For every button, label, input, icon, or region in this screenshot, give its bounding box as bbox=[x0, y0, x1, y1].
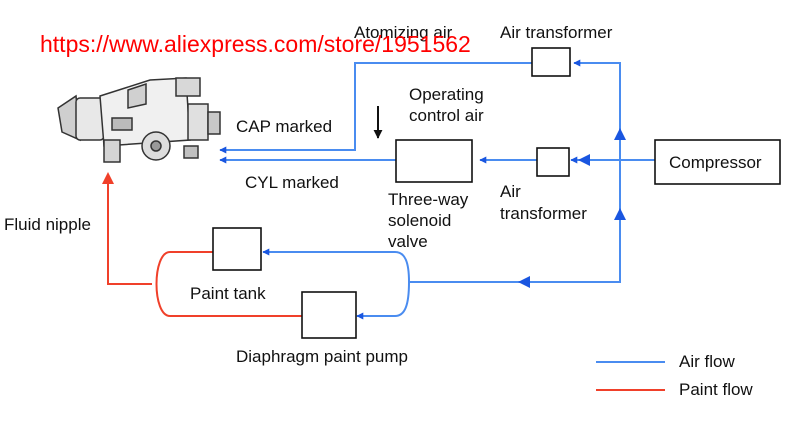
compressor-box bbox=[654, 139, 781, 185]
air-transformer-top-label: Air transformer bbox=[500, 23, 613, 42]
paint-tank-label: Paint tank bbox=[190, 284, 266, 303]
air-transformer-mid-label-line1: Air bbox=[500, 182, 521, 201]
spray-gun-icon bbox=[57, 77, 221, 163]
paint-tank-to-pump-line bbox=[155, 251, 302, 317]
fluid-nipple-line bbox=[107, 178, 152, 285]
air-transformer-top-box bbox=[531, 47, 571, 77]
operating-label-line1: Operating bbox=[409, 85, 484, 104]
diaphragm-pump-label: Diaphragm paint pump bbox=[236, 347, 408, 366]
cap-marked-label: CAP marked bbox=[236, 117, 332, 136]
legend: Air flow Paint flow bbox=[596, 352, 753, 399]
diaphragm-pump-box bbox=[301, 291, 357, 339]
three-way-label-line3: valve bbox=[388, 232, 428, 251]
three-way-label-line1: Three-way bbox=[388, 190, 469, 209]
three-way-label-line2: solenoid bbox=[388, 211, 451, 230]
watermark-url: https://www.aliexpress.com/store/1951562 bbox=[40, 31, 471, 57]
operating-label-line2: control air bbox=[409, 106, 484, 125]
atomizing-air-label: Atomizing air bbox=[354, 23, 453, 42]
cyl-marked-label: CYL marked bbox=[245, 173, 339, 192]
air-direction-arrows bbox=[518, 128, 626, 288]
vertical-trunk-line bbox=[409, 160, 621, 283]
air-transformer-mid-label-line2: transformer bbox=[500, 204, 587, 223]
atomizing-air-line bbox=[219, 62, 532, 154]
paint-arrow-up-icon bbox=[102, 172, 114, 184]
air-transformer-mid-box bbox=[536, 147, 570, 177]
trunk-to-paint-tank-line bbox=[262, 248, 410, 283]
trunk-up-line bbox=[573, 59, 621, 160]
trunk-to-pump-line bbox=[356, 281, 410, 320]
paint-lines bbox=[107, 178, 302, 317]
legend-air-label: Air flow bbox=[679, 352, 735, 371]
air-lines bbox=[219, 59, 655, 320]
fluid-nipple-label: Fluid nipple bbox=[4, 215, 91, 234]
paint-tank-box bbox=[212, 227, 262, 271]
legend-paint-label: Paint flow bbox=[679, 380, 753, 399]
compressor-label: Compressor bbox=[669, 153, 762, 172]
three-way-solenoid-valve-box bbox=[395, 139, 473, 183]
